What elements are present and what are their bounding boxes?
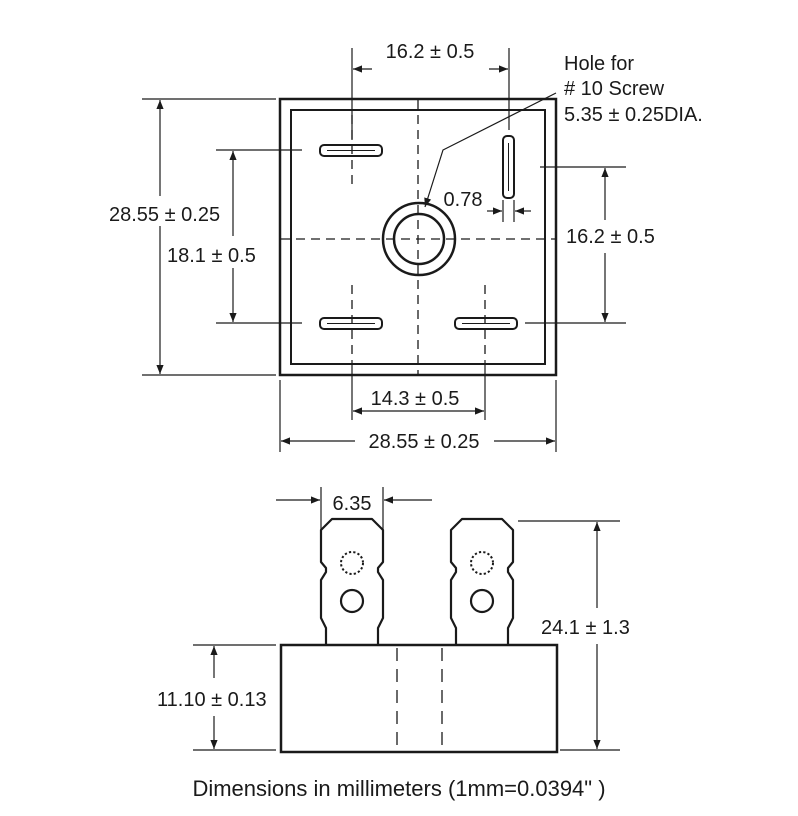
dim-right-terminal-spacing: 16.2 ± 0.5	[525, 166, 655, 324]
dim-bottom-terminal-spacing-label: 14.3 ± 0.5	[371, 388, 460, 410]
dim-body-height-label: 28.55 ± 0.25	[109, 204, 220, 226]
side-view: 6.35 24.1 ± 1.3 11.10 ± 0.13	[157, 487, 630, 754]
terminal-top-right	[502, 135, 515, 199]
terminal-bottom-left	[319, 317, 383, 330]
terminal-bottom-right	[454, 317, 518, 330]
dim-body-thickness-label: 11.10 ± 0.13	[157, 689, 267, 711]
terminal-top-left	[319, 144, 383, 157]
hole-label-line3: 5.35 ± 0.25DIA.	[564, 104, 703, 126]
caption: Dimensions in millimeters (1mm=0.0394" )	[192, 776, 605, 801]
top-view: 16.2 ± 0.5 Hole for # 10 Screw 5.35 ± 0.…	[109, 41, 703, 453]
dim-tab-width-label: 6.35	[333, 493, 372, 515]
side-tab-left	[319, 517, 385, 645]
dim-body-height: 28.55 ± 0.25	[109, 98, 276, 376]
hole-label-line1: Hole for	[564, 53, 634, 75]
hole-label-line2: # 10 Screw	[564, 78, 665, 100]
dim-terminal-width: 0.78	[444, 189, 531, 222]
side-body-hidden-lines	[396, 648, 443, 750]
dim-body-width-label: 28.55 ± 0.25	[368, 431, 479, 453]
dim-right-terminal-spacing-label: 16.2 ± 0.5	[566, 226, 655, 248]
side-body	[279, 643, 559, 754]
side-tab-right	[449, 517, 515, 645]
dim-left-terminal-spacing: 18.1 ± 0.5	[167, 149, 302, 324]
dim-body-width: 28.55 ± 0.25	[279, 380, 557, 453]
dim-left-terminal-spacing-label: 18.1 ± 0.5	[167, 245, 256, 267]
hole-callout: Hole for # 10 Screw 5.35 ± 0.25DIA.	[424, 53, 703, 208]
dim-total-height: 24.1 ± 1.3	[518, 520, 630, 751]
dim-terminal-width-label: 0.78	[444, 189, 483, 211]
dim-top-terminal-spacing: 16.2 ± 0.5	[351, 41, 510, 140]
center-lines	[281, 100, 555, 374]
mounting-hole	[381, 201, 457, 277]
body-outline-outer	[278, 97, 558, 377]
dim-top-terminal-spacing-label: 16.2 ± 0.5	[386, 41, 475, 63]
dim-body-thickness: 11.10 ± 0.13	[157, 644, 276, 751]
dim-total-height-label: 24.1 ± 1.3	[541, 617, 630, 639]
dim-tab-width: 6.35	[276, 487, 432, 530]
dim-bottom-terminal-spacing: 14.3 ± 0.5	[351, 360, 486, 420]
